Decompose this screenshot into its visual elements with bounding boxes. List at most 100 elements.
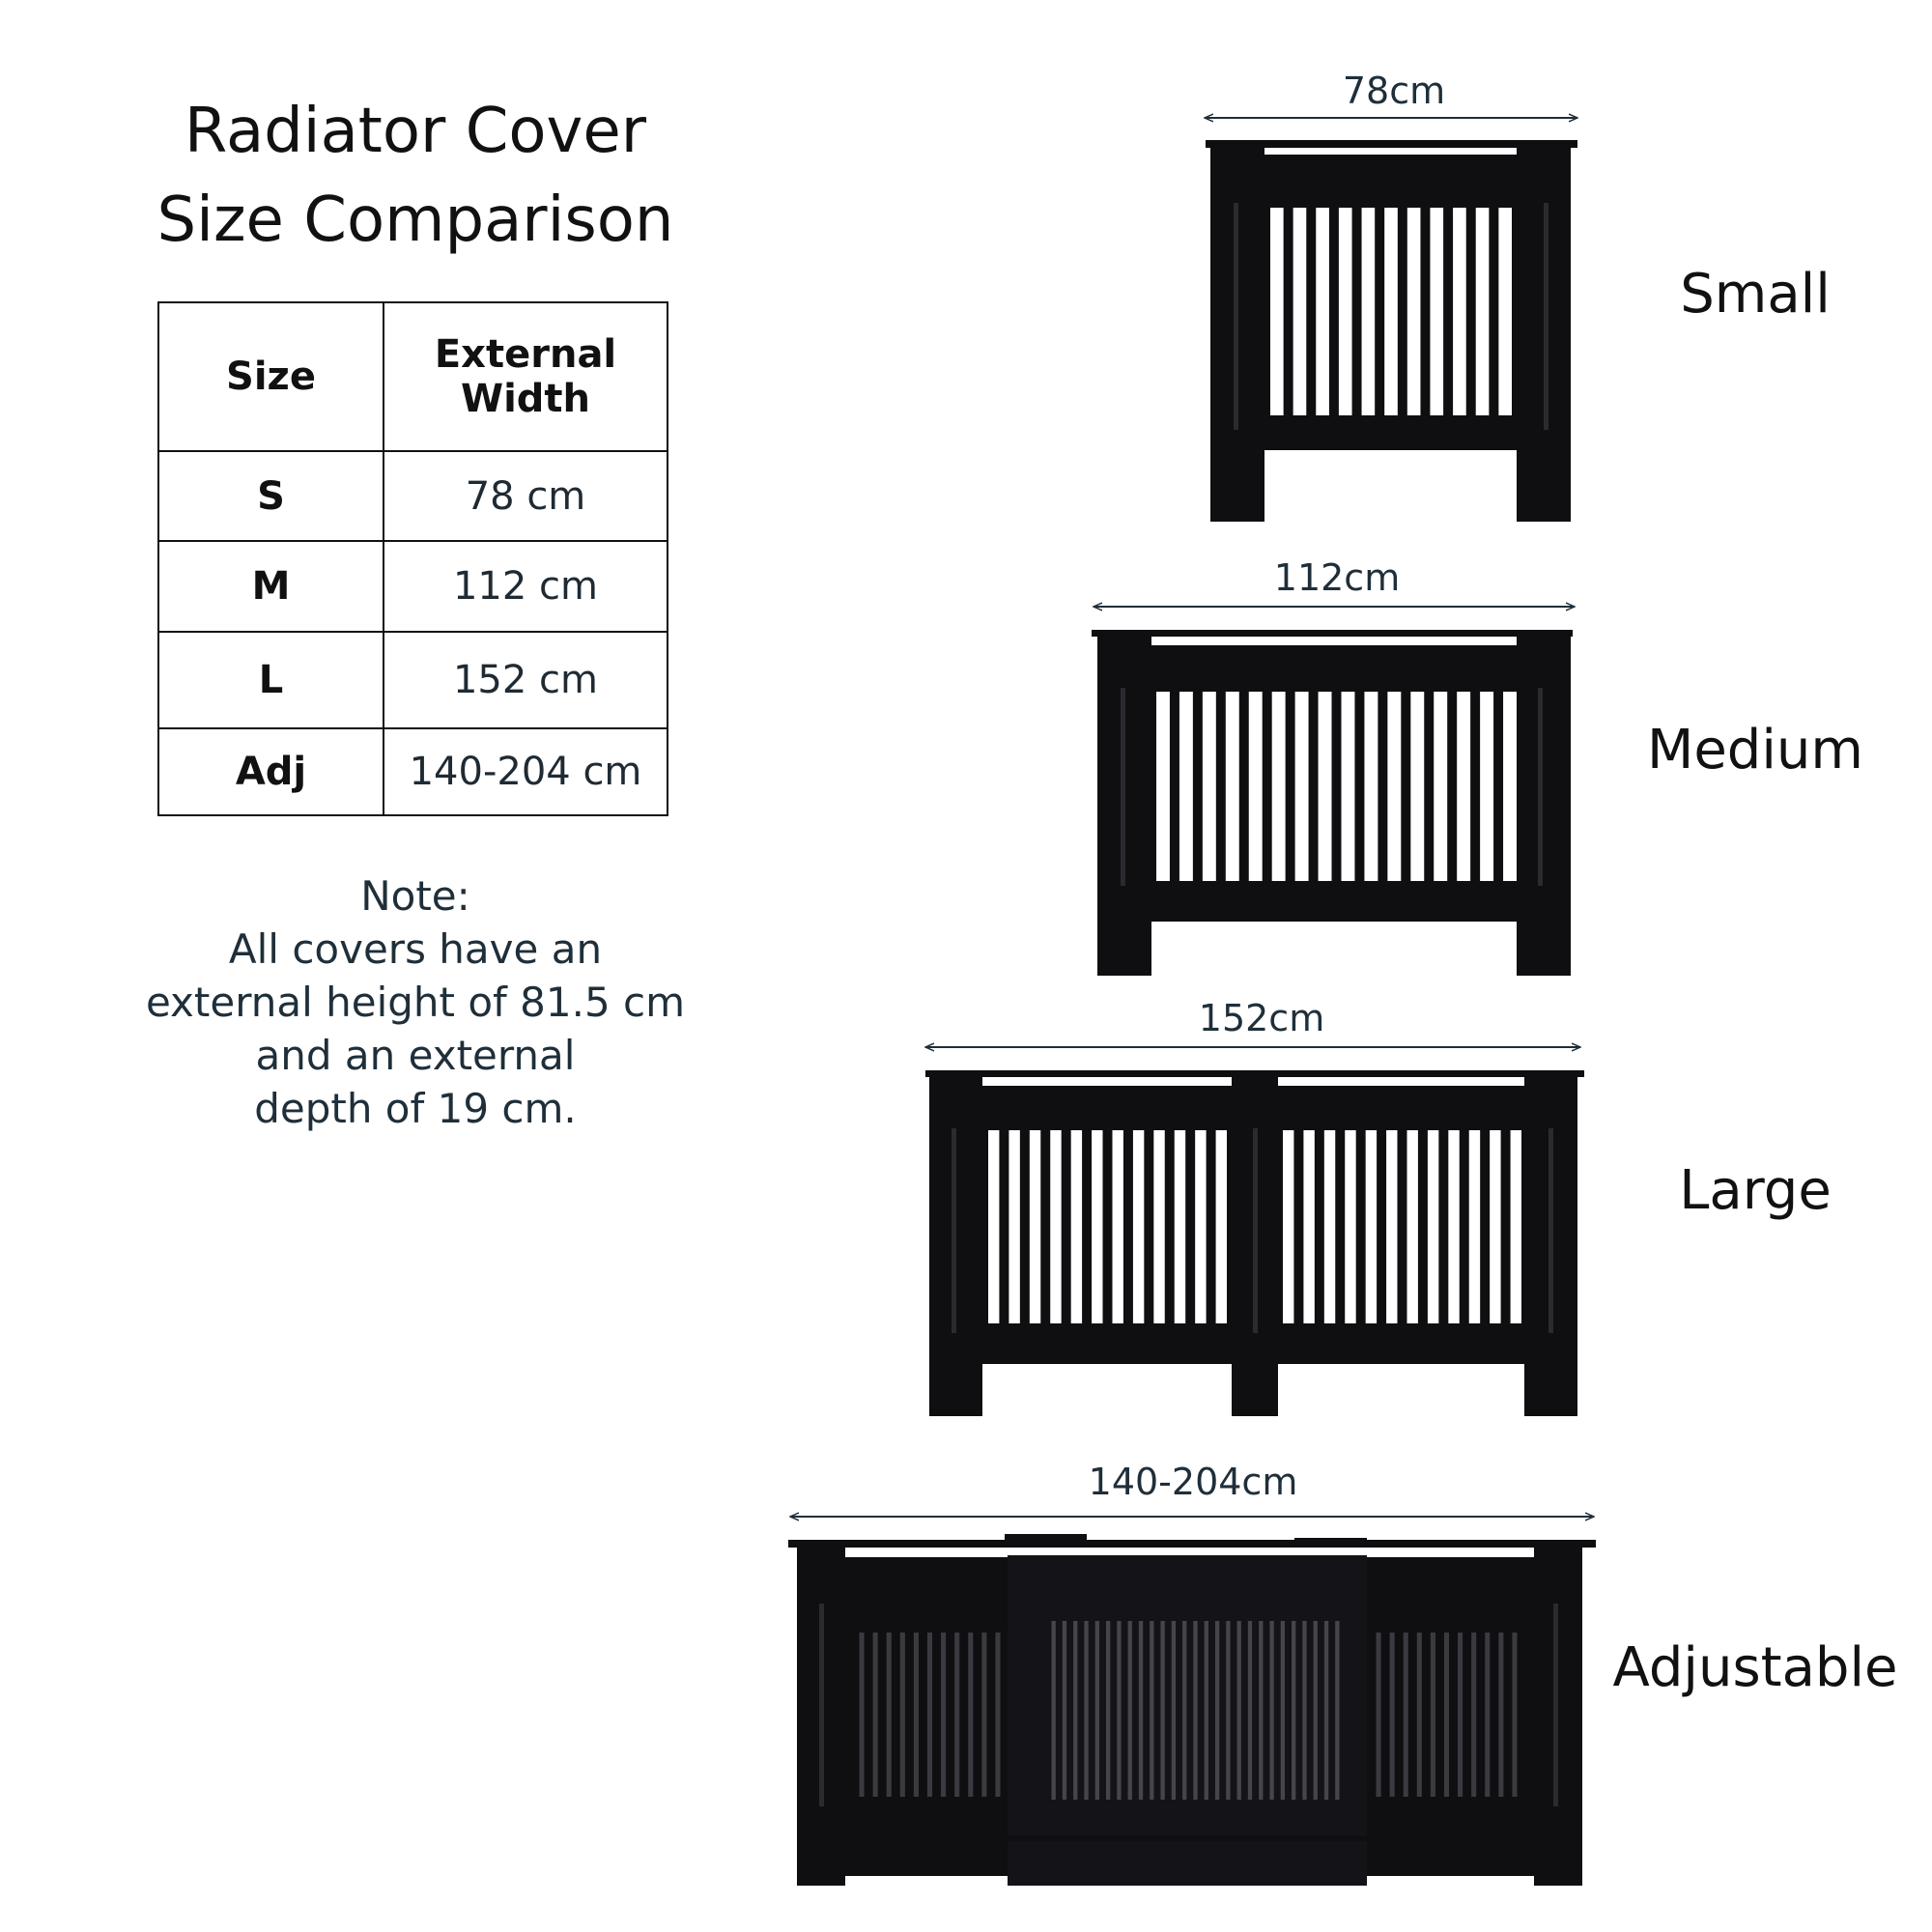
slat-gap: [1179, 692, 1193, 881]
slat-gap: [1443, 1633, 1450, 1797]
cell-size: M: [157, 540, 384, 633]
note-line-1: Note:: [360, 872, 470, 920]
slat-gap: [1323, 1621, 1329, 1800]
slat-gap: [1270, 208, 1284, 415]
note-text: Note: All covers have an external height…: [97, 869, 734, 1135]
slat-gap: [1389, 1633, 1395, 1797]
slat-gap: [1302, 1621, 1307, 1800]
note-line-3: external height of 81.5 cm: [145, 979, 686, 1026]
slat-gap: [1361, 208, 1376, 415]
slat-gap: [1160, 1621, 1165, 1800]
slat-gap: [926, 1633, 933, 1797]
leg-gap-left: [982, 1364, 1232, 1416]
slat-gap: [1303, 1130, 1315, 1323]
slat-gap: [1510, 1130, 1521, 1323]
slat-gap: [913, 1633, 919, 1797]
slat-gap: [1293, 208, 1307, 415]
slat-gap: [1156, 692, 1170, 881]
slat-gap: [1259, 1621, 1264, 1800]
bottom-rail: [1261, 415, 1520, 450]
slat-gap: [1364, 692, 1378, 881]
slat-gap: [1283, 1130, 1294, 1323]
bottom-rail: [1146, 881, 1522, 922]
slat-gap: [1386, 1130, 1398, 1323]
slat-gap: [1214, 1621, 1220, 1800]
cell-width: 78 cm: [383, 450, 668, 542]
slat-gap: [1138, 1621, 1144, 1800]
slat-gap: [1050, 1130, 1062, 1323]
dimension-label-medium: 112cm: [1273, 556, 1401, 599]
slat-gap: [1376, 1633, 1381, 1797]
table-header-row: Size External Width: [157, 301, 668, 452]
slat-gap: [1503, 692, 1517, 881]
slat-gap: [899, 1633, 905, 1797]
cell-width: 140-204 cm: [383, 727, 668, 816]
leg-gap: [1151, 922, 1517, 976]
shelf-gap: [1145, 638, 1521, 645]
side-groove: [1234, 203, 1238, 430]
side-groove: [1121, 688, 1125, 886]
slat-gap: [1236, 1621, 1241, 1800]
size-label-adjustable: Adjustable: [1612, 1636, 1898, 1699]
slat-gap: [1387, 692, 1402, 881]
cell-size: S: [157, 450, 384, 542]
slat-gap: [1338, 208, 1352, 415]
slat-gap: [1430, 208, 1444, 415]
slat-gap: [1457, 692, 1471, 881]
slat-gap: [1453, 208, 1466, 415]
slat-gap: [1427, 1130, 1439, 1323]
slat-gap: [1403, 1633, 1408, 1797]
table-row: L 152 cm: [157, 631, 668, 729]
slat-gap: [981, 1633, 987, 1797]
title-line-1: Radiator Cover: [184, 96, 647, 167]
shelf-gap: [1261, 148, 1520, 156]
slat-gap: [1070, 1130, 1083, 1323]
slat-gap: [1345, 1130, 1356, 1323]
right-post: [1517, 636, 1571, 976]
radiator-cover-medium: [1092, 630, 1573, 976]
slat-gap: [1271, 692, 1286, 881]
slat-gap: [1292, 1621, 1296, 1800]
cell-size: Adj: [157, 727, 384, 816]
slat-gap: [1458, 1633, 1463, 1797]
table-row: Adj 140-204 cm: [157, 727, 668, 816]
header-width-line-2: Width: [460, 377, 591, 421]
side-groove: [1538, 688, 1543, 886]
slat-gap: [1480, 692, 1494, 881]
slat-gap: [859, 1633, 865, 1797]
slat-gap: [1512, 1633, 1518, 1797]
size-label-medium: Medium: [1647, 719, 1863, 781]
center-panel: [1008, 1555, 1367, 1841]
slat-gap: [1416, 1633, 1422, 1797]
slat-gap: [872, 1633, 878, 1797]
top-shelf: [925, 1070, 1584, 1077]
slat-gap: [1323, 1130, 1336, 1323]
slat-gap: [1335, 1621, 1340, 1800]
title-line-2: Size Comparison: [156, 185, 674, 256]
slat-gap: [1498, 1633, 1504, 1797]
size-label-large: Large: [1679, 1159, 1832, 1222]
side-groove: [1544, 203, 1548, 430]
leg-gap: [1264, 450, 1517, 522]
slat-gap: [1195, 1130, 1207, 1323]
size-label-small: Small: [1680, 263, 1831, 326]
note-line-4: and an external: [255, 1032, 576, 1079]
slat-gap: [1316, 208, 1329, 415]
slat-gap: [1073, 1621, 1078, 1800]
slat-gap: [1215, 1130, 1227, 1323]
slat-gap: [1153, 1130, 1165, 1323]
slat-gap: [1410, 692, 1425, 881]
side-groove: [1553, 1604, 1558, 1806]
center-panel-foot: [1008, 1841, 1367, 1886]
slat-gap: [1084, 1621, 1089, 1800]
slat-gap: [1341, 692, 1355, 881]
slat-gap: [968, 1633, 974, 1797]
radiator-cover-adjustable: [788, 1534, 1596, 1886]
top-shelf-slider-right: [1294, 1538, 1367, 1544]
slat-gap: [1365, 1130, 1378, 1323]
slat-gap: [1313, 1621, 1318, 1800]
note-line-2: All covers have an: [228, 925, 603, 973]
slat-gap: [1051, 1621, 1056, 1800]
slat-gap: [1204, 1621, 1208, 1800]
